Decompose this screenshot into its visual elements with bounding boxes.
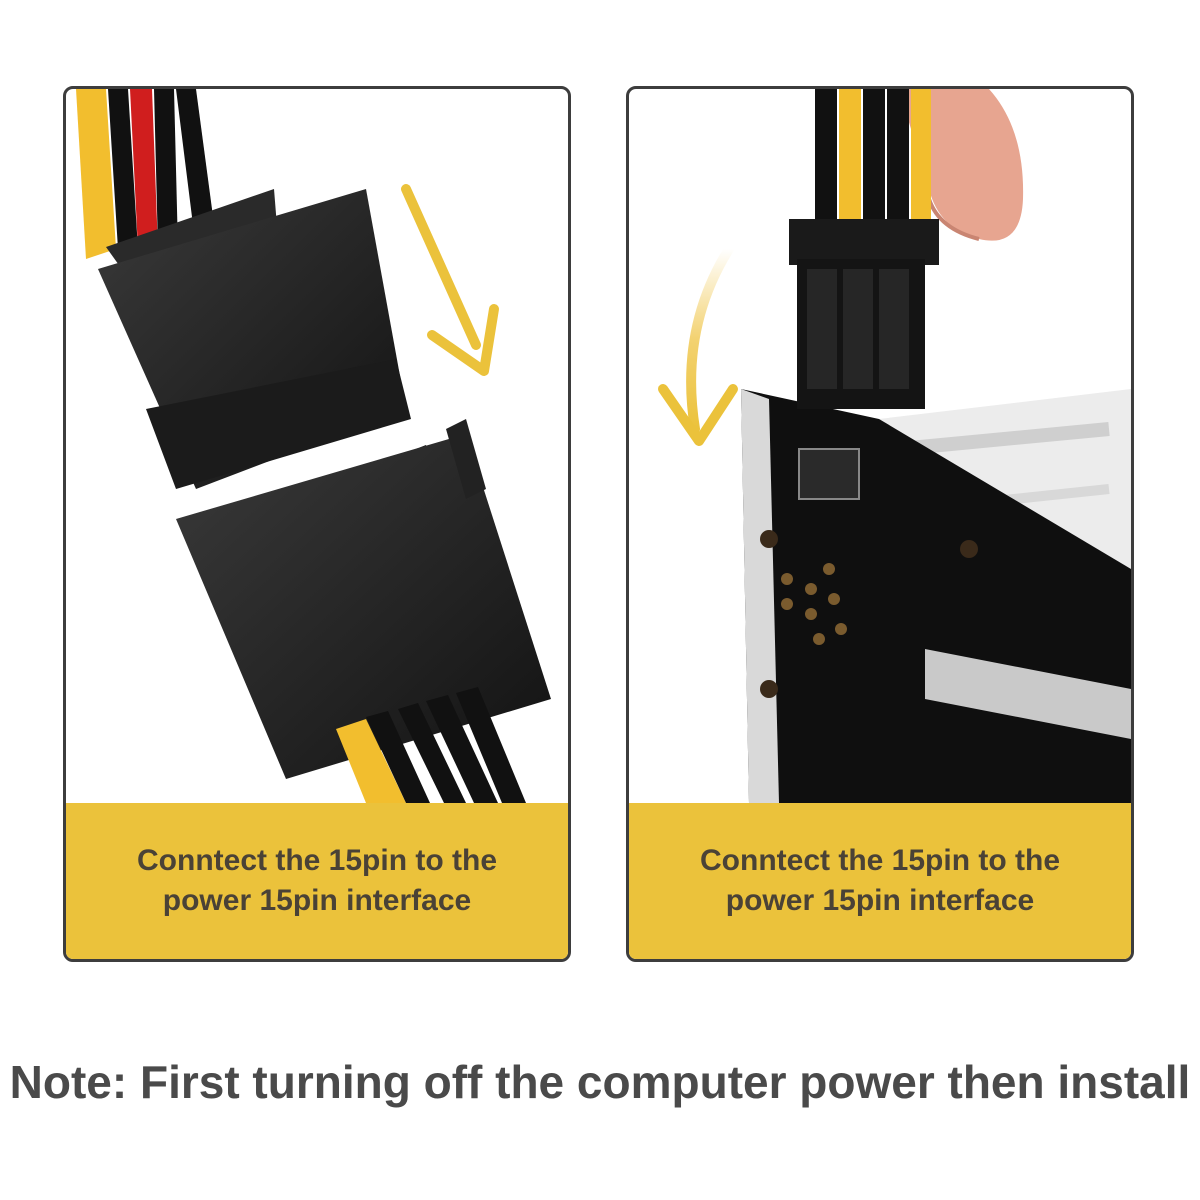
panel-caption: Conntect the 15pin to the power 15pin in… [700, 844, 1060, 917]
arrow-down-right-icon [401, 184, 499, 376]
panel-caption: Conntect the 15pin to the power 15pin in… [137, 844, 497, 917]
sata-connector-illustration [76, 89, 551, 803]
installation-note: Note: First turning off the computer pow… [9, 1056, 1191, 1108]
step-panel-sata: Conntect the 15pin to the power 15pin in… [63, 86, 571, 962]
caption-band: Conntect the 15pin to the power 15pin in… [66, 803, 568, 959]
bottom-wires [336, 687, 526, 803]
6pin-power-plug [789, 219, 939, 409]
power-cable [815, 89, 931, 239]
caption-band: Conntect the 15pin to the power 15pin in… [629, 803, 1131, 959]
sata-female-connector [98, 189, 411, 489]
top-wires [76, 89, 216, 259]
step-panel-graphics-card: Conntect the 15pin to the power 15pin in… [626, 86, 1134, 962]
curved-arrow-down-icon [658, 244, 738, 446]
graphics-card-illustration [658, 89, 1131, 803]
graphics-card-pcb [741, 389, 1131, 803]
